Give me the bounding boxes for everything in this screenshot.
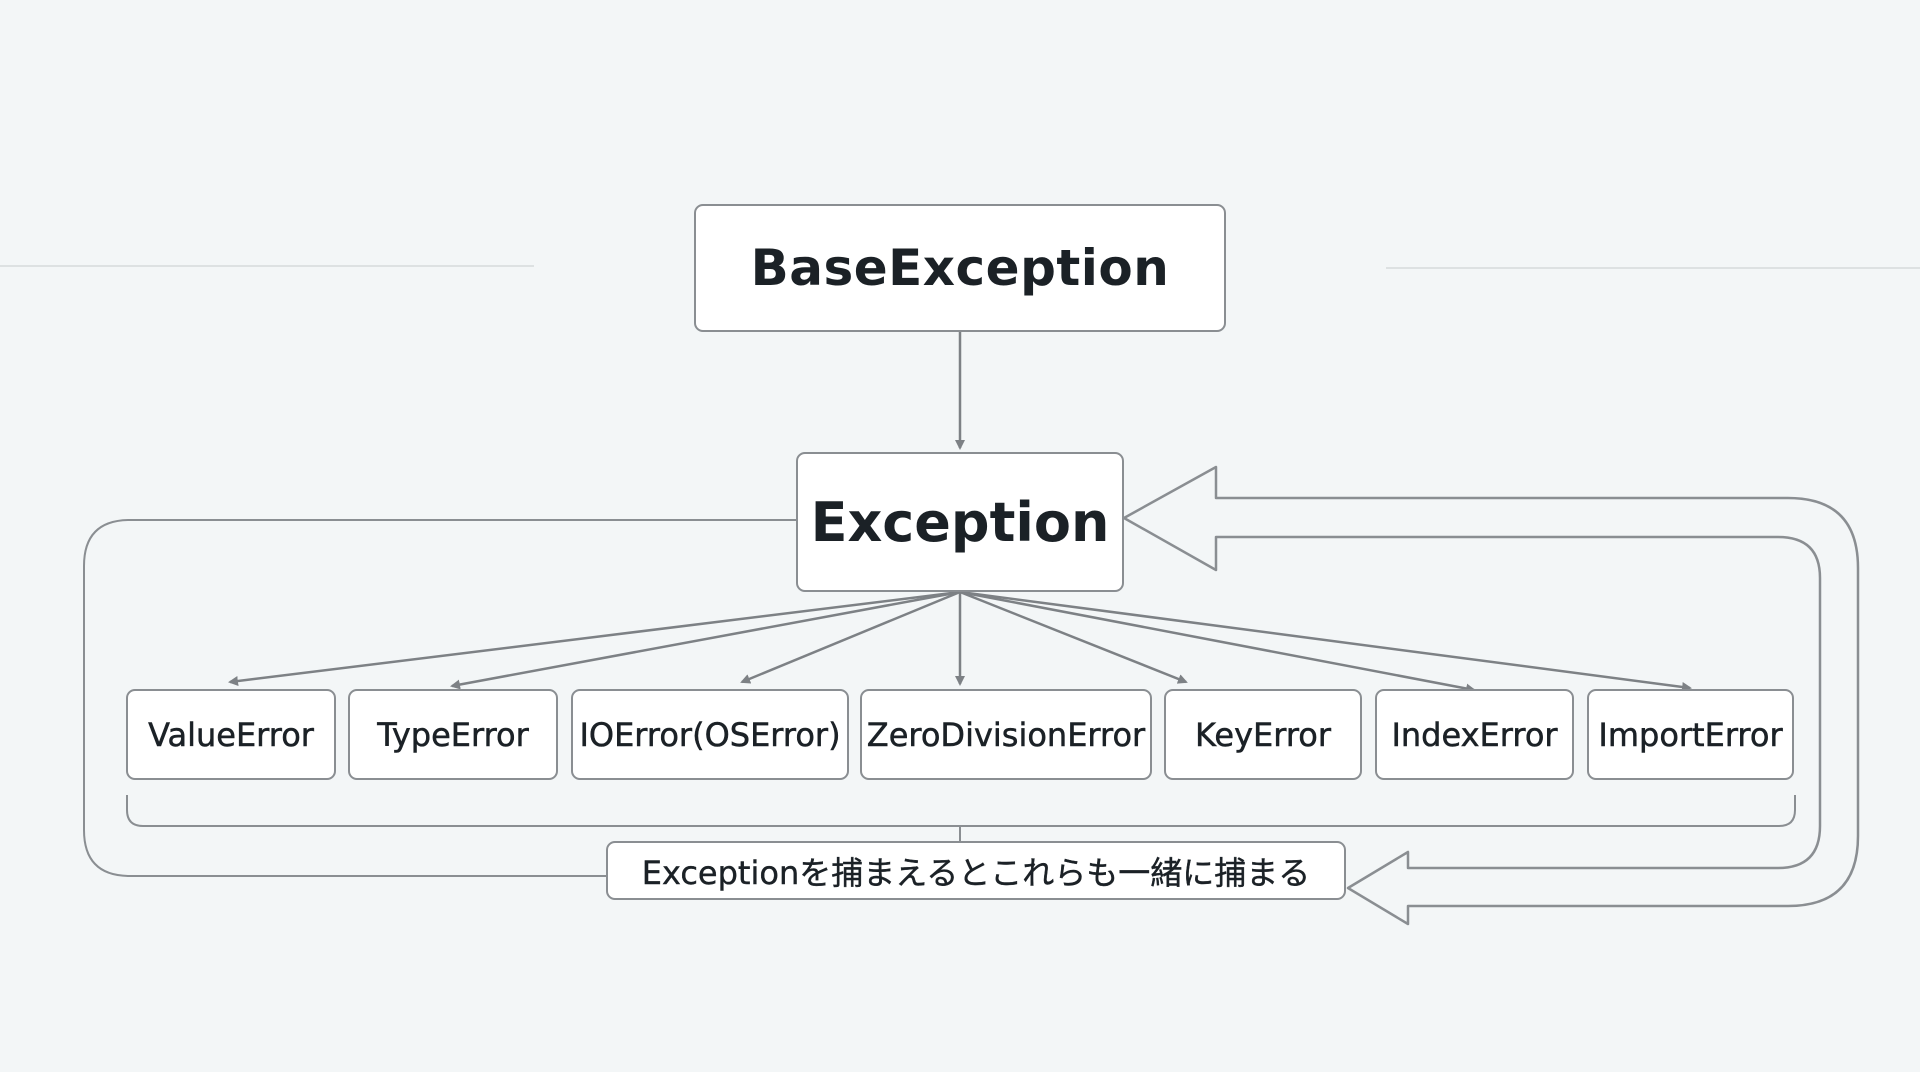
node-exception: Exception	[796, 452, 1124, 592]
node-ioerror-oserror: IOError(OSError)	[571, 689, 849, 780]
node-indexerror: IndexError	[1375, 689, 1574, 780]
arrow-exception-to-ioerror	[740, 590, 961, 684]
loop-left	[83, 519, 796, 877]
node-zerodivisionerror: ZeroDivisionError	[860, 689, 1152, 780]
node-valueerror: ValueError	[126, 689, 336, 780]
arrow-exception-to-typeerror	[450, 590, 961, 690]
arrow-exception-to-importerror	[959, 590, 1692, 692]
catch-all-note: Exceptionを捕まえるとこれらも一緒に捕まる	[606, 841, 1346, 900]
node-baseexception: BaseException	[694, 204, 1226, 332]
children-bracket	[126, 795, 1796, 827]
arrow-exception-to-keyerror	[959, 590, 1188, 684]
node-typeerror: TypeError	[348, 689, 558, 780]
node-importerror: ImportError	[1587, 689, 1794, 780]
loop-right-arrow	[1122, 465, 1860, 926]
fan-arrows	[228, 590, 1692, 694]
node-keyerror: KeyError	[1164, 689, 1362, 780]
arrow-exception-to-indexerror	[959, 590, 1476, 694]
arrow-exception-to-valueerror	[228, 590, 961, 686]
